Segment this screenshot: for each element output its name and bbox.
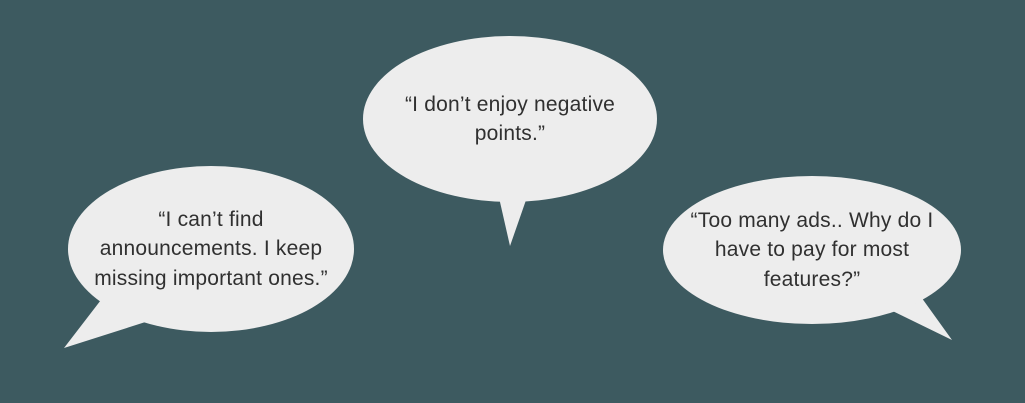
- speech-bubble-center: “I don’t enjoy negative points.”: [363, 36, 657, 202]
- quote-text-left: “I can’t find announcements. I keep miss…: [94, 207, 328, 290]
- quote-text-right: “Too many ads.. Why do I have to pay for…: [690, 208, 934, 291]
- speech-bubble-left: “I can’t find announcements. I keep miss…: [68, 166, 354, 332]
- speech-bubble-right: “Too many ads.. Why do I have to pay for…: [663, 176, 961, 324]
- quote-text-center: “I don’t enjoy negative points.”: [404, 92, 616, 145]
